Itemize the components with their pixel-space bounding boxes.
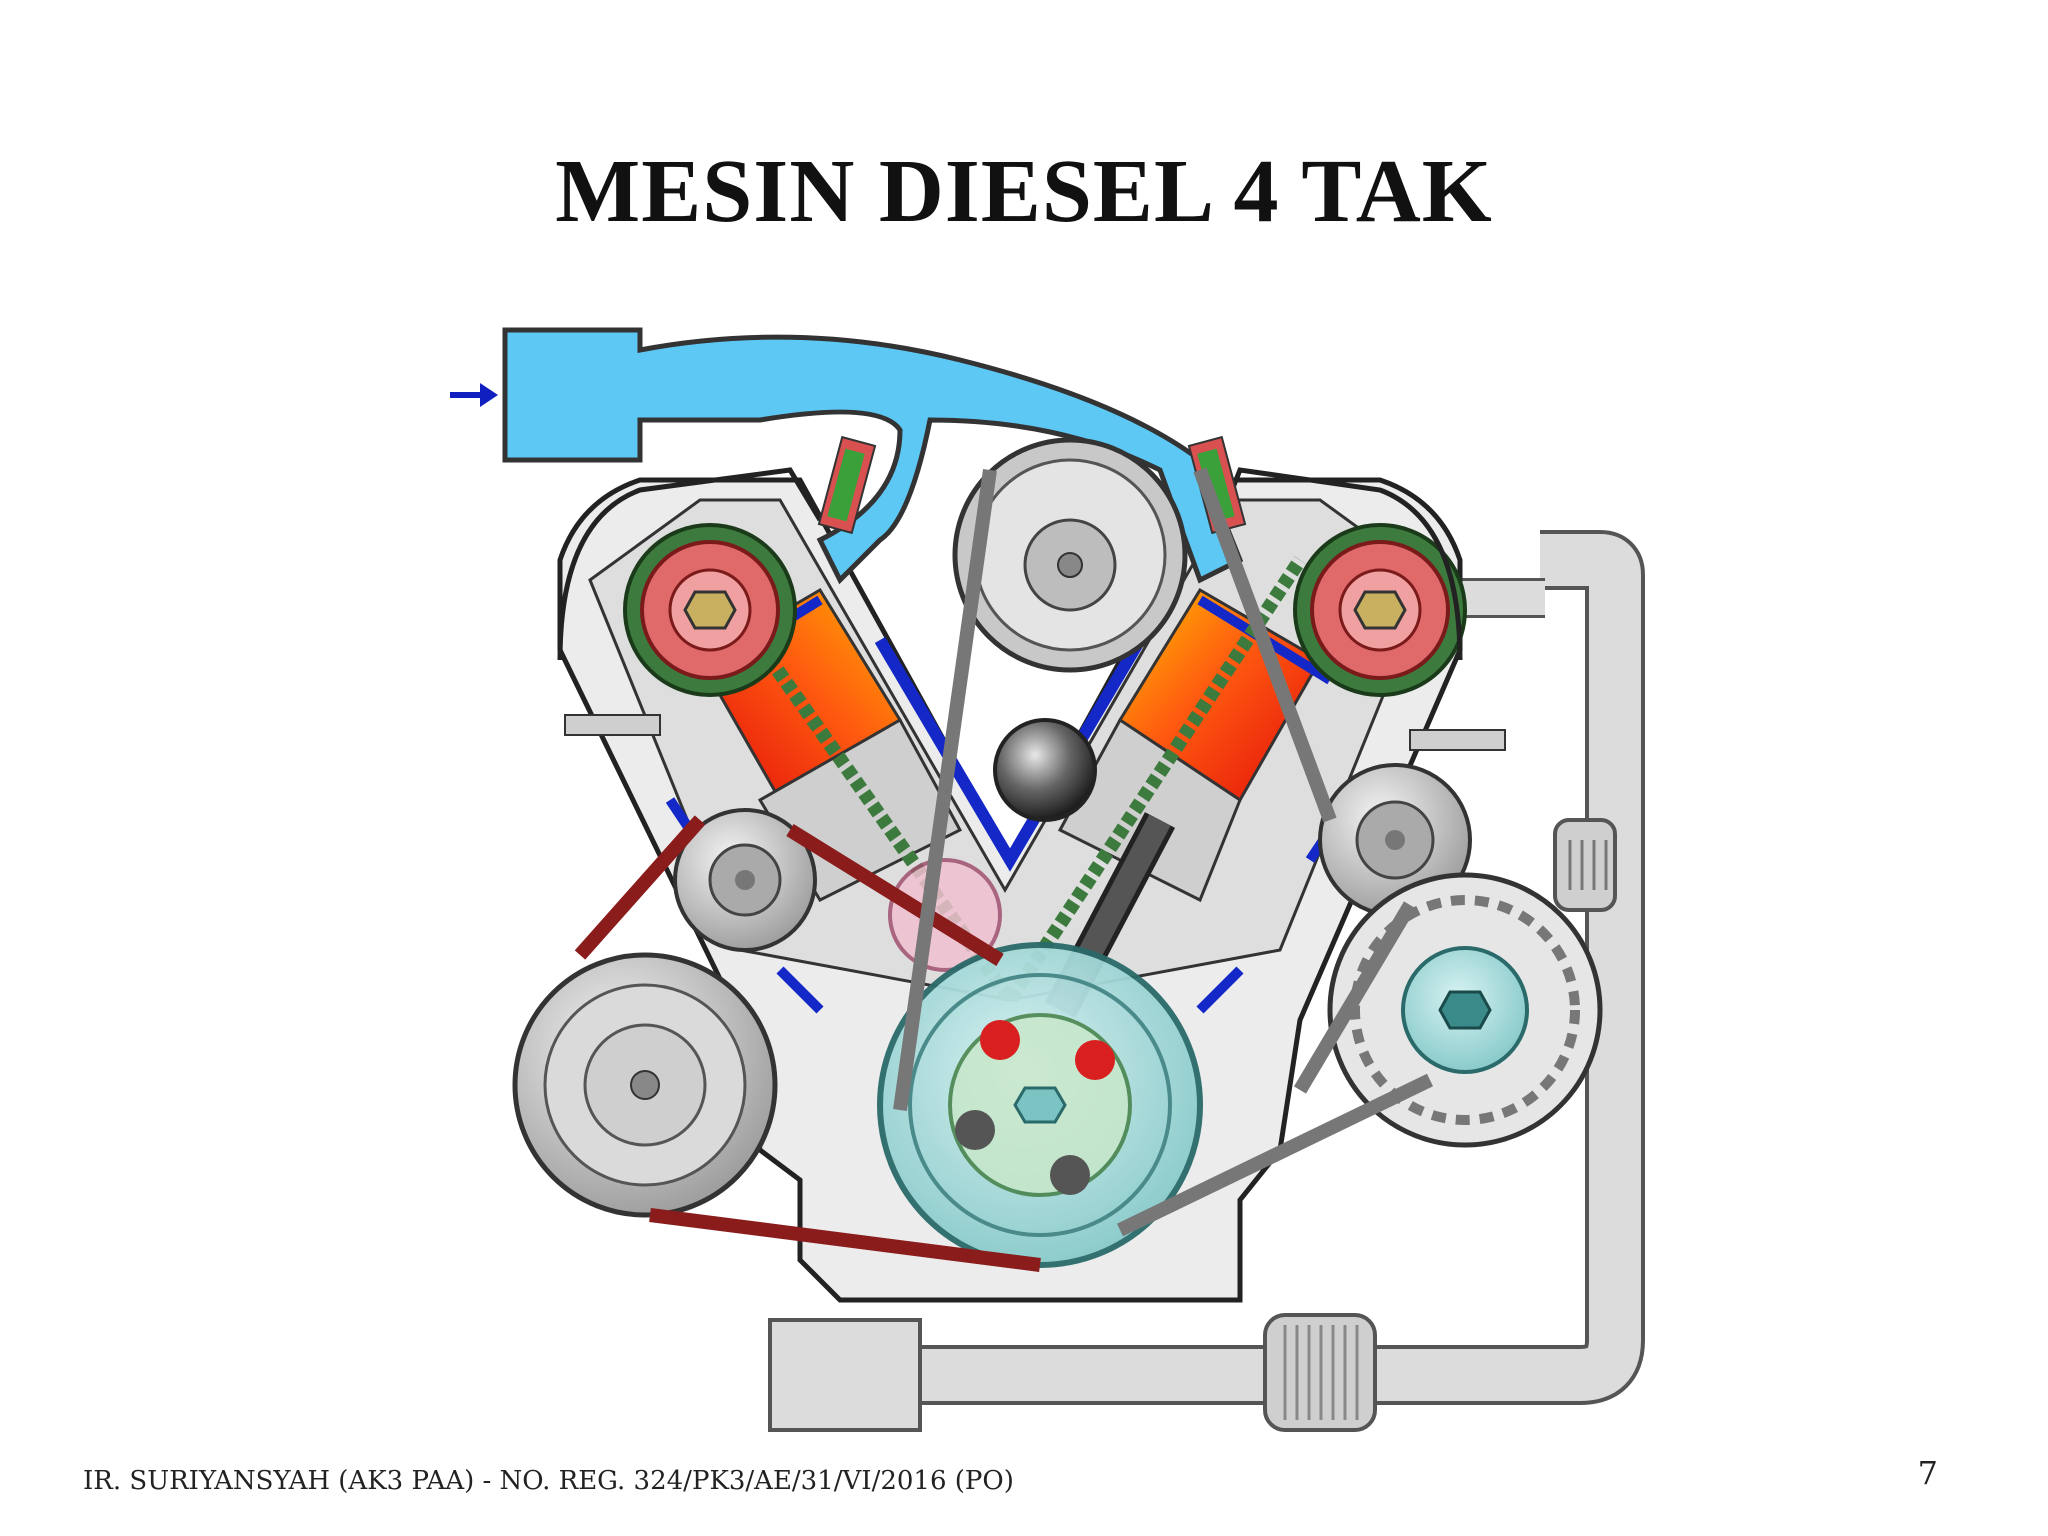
intake-manifold <box>502 327 1244 585</box>
compressor-pulley <box>512 952 778 1218</box>
top-pulley <box>952 437 1188 673</box>
alternator <box>1327 872 1603 1148</box>
page-number: 7 <box>1917 1454 1938 1492</box>
left-glow-plug <box>564 714 661 736</box>
footer-text: IR. SURIYANSYAH (AK3 PAA) - NO. REG. 324… <box>83 1466 1014 1496</box>
crankshaft-pulley <box>877 942 1203 1268</box>
coolant-jacket <box>874 636 1146 872</box>
right-cam-gear <box>1293 523 1467 697</box>
right-glow-plug <box>1409 729 1506 751</box>
intake-arrow-icon <box>450 383 498 407</box>
timing-belt <box>694 555 1306 1013</box>
right-piston <box>1057 717 1242 903</box>
left-tensioner-pulley <box>673 808 817 952</box>
left-cam-gear <box>623 523 797 697</box>
drive-belt <box>574 815 1041 1272</box>
accessory-belt <box>893 467 1434 1237</box>
slide-title: MESIN DIESEL 4 TAK <box>555 142 1493 241</box>
left-injector <box>817 435 877 535</box>
idler-pulley <box>993 718 1097 822</box>
